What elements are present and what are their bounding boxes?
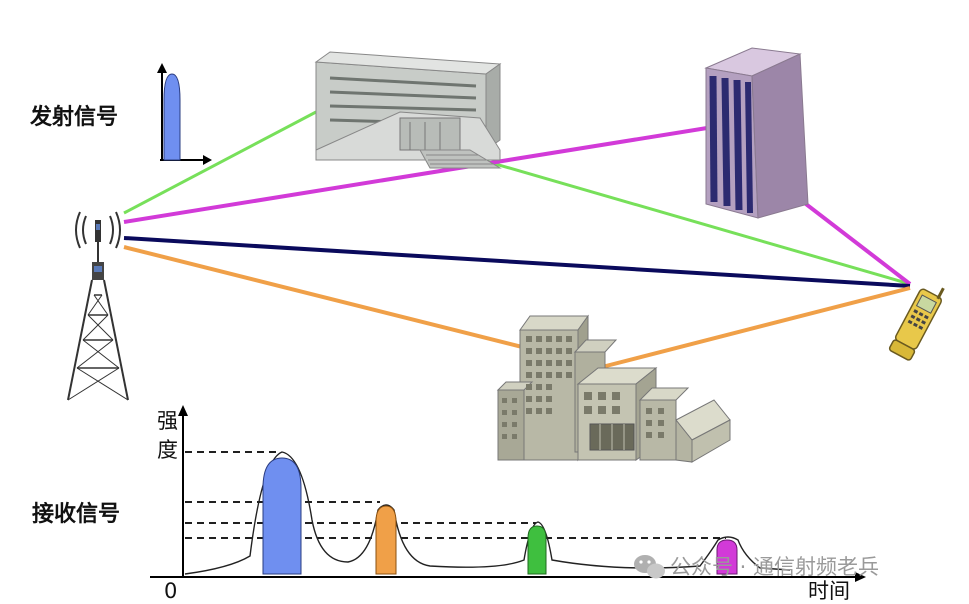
city-buildings-icon <box>496 314 731 463</box>
path-orange-city-to-phone <box>601 286 911 369</box>
receive-x-arrow <box>855 572 866 582</box>
office-building-icon <box>314 51 502 169</box>
rx-pulse-orange <box>375 505 397 575</box>
origin-label: 0 <box>164 579 177 603</box>
strength-label-2: 度 <box>157 438 178 462</box>
strength-label-1: 强 <box>157 409 178 433</box>
receive-signal-label: 接收信号 <box>32 501 120 527</box>
transmit-pulse <box>163 73 181 161</box>
watermark-text: 公众号 · 通信射频老兵 <box>670 555 879 579</box>
time-axis-label: 时间 <box>808 579 850 603</box>
rx-pulse-blue <box>262 457 302 575</box>
path-green-to-office <box>123 110 317 215</box>
transmit-y-arrow <box>157 63 167 73</box>
path-direct-navy <box>123 236 911 288</box>
transmit-pulse-chart <box>157 63 212 165</box>
receive-chart <box>150 405 866 582</box>
transmit-x-arrow <box>203 155 212 165</box>
mobile-phone-icon <box>888 287 945 361</box>
receive-envelope <box>184 451 791 575</box>
receive-y-arrow <box>178 405 188 416</box>
radio-tower-icon <box>67 211 129 401</box>
rx-pulse-green <box>527 525 547 575</box>
rx-pulse-magenta <box>716 539 738 575</box>
wechat-logo-icon <box>634 555 665 579</box>
path-magenta-to-skyscraper <box>123 126 708 224</box>
skyscraper-icon <box>704 47 809 219</box>
transmit-signal-label: 发射信号 <box>29 104 118 130</box>
